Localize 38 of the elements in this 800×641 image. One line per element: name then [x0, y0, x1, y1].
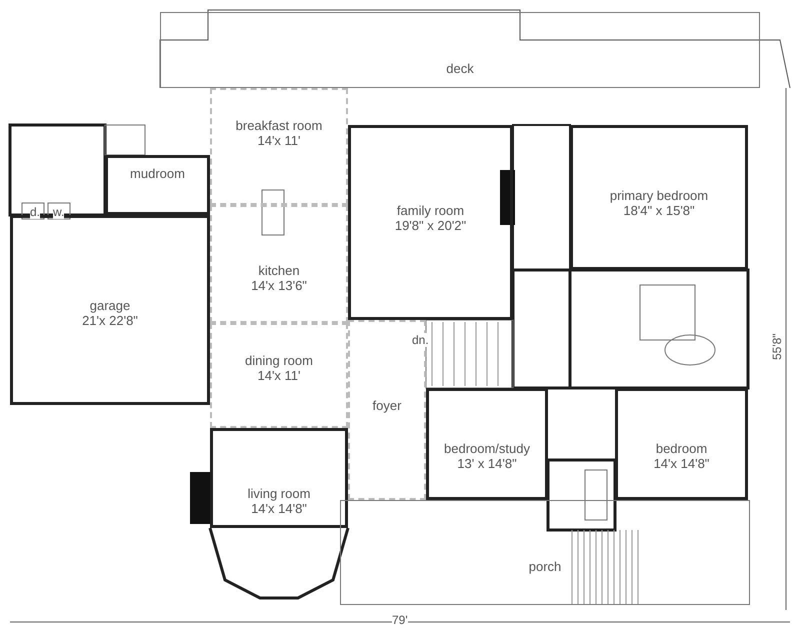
room-name: garage	[90, 298, 130, 313]
room-name: primary bedroom	[610, 188, 708, 203]
room-area	[210, 428, 348, 528]
room-dimensions: 14'x 13'6"	[251, 278, 307, 293]
room-dimensions: 14'x 14'8"	[251, 501, 307, 516]
room-area	[426, 388, 548, 500]
room-area	[348, 125, 513, 320]
room-name: mudroom	[130, 166, 185, 181]
stair-label: dn.	[412, 333, 429, 347]
dimension-label: 79'	[392, 613, 408, 627]
room-name: living room	[248, 486, 310, 501]
room-area	[340, 500, 750, 605]
room-area	[210, 205, 348, 323]
room-dimensions: 14'x 14'8"	[654, 456, 710, 471]
room-name: family room	[396, 203, 464, 218]
room-area	[160, 12, 760, 88]
room-name: deck	[446, 61, 474, 76]
room-dimensions: 14'x 11'	[257, 368, 301, 383]
room-name: bedroom	[656, 441, 708, 456]
room-name: breakfast room	[236, 118, 322, 133]
appliance-label: d.	[30, 205, 40, 219]
room-area	[570, 125, 748, 270]
room-dimensions: 21'x 22'8"	[82, 313, 138, 328]
room-area	[210, 323, 348, 428]
room-area	[10, 215, 210, 405]
room-dimensions: 14'x 11'	[257, 133, 301, 148]
room-name: dining room	[245, 353, 313, 368]
dimension-label: 55'8"	[770, 333, 784, 360]
room-dimensions: 13' x 14'8"	[457, 456, 517, 471]
room-name: kitchen	[258, 263, 300, 278]
room-dimensions: 18'4" x 15'8"	[623, 203, 695, 218]
room-area	[105, 155, 210, 215]
room-name: porch	[528, 559, 562, 574]
room-dimensions: 19'8" x 20'2"	[394, 218, 466, 233]
room-area	[210, 88, 348, 205]
room-name: foyer	[372, 398, 402, 413]
room-name: bedroom/study	[444, 441, 530, 456]
room-area	[615, 388, 748, 500]
